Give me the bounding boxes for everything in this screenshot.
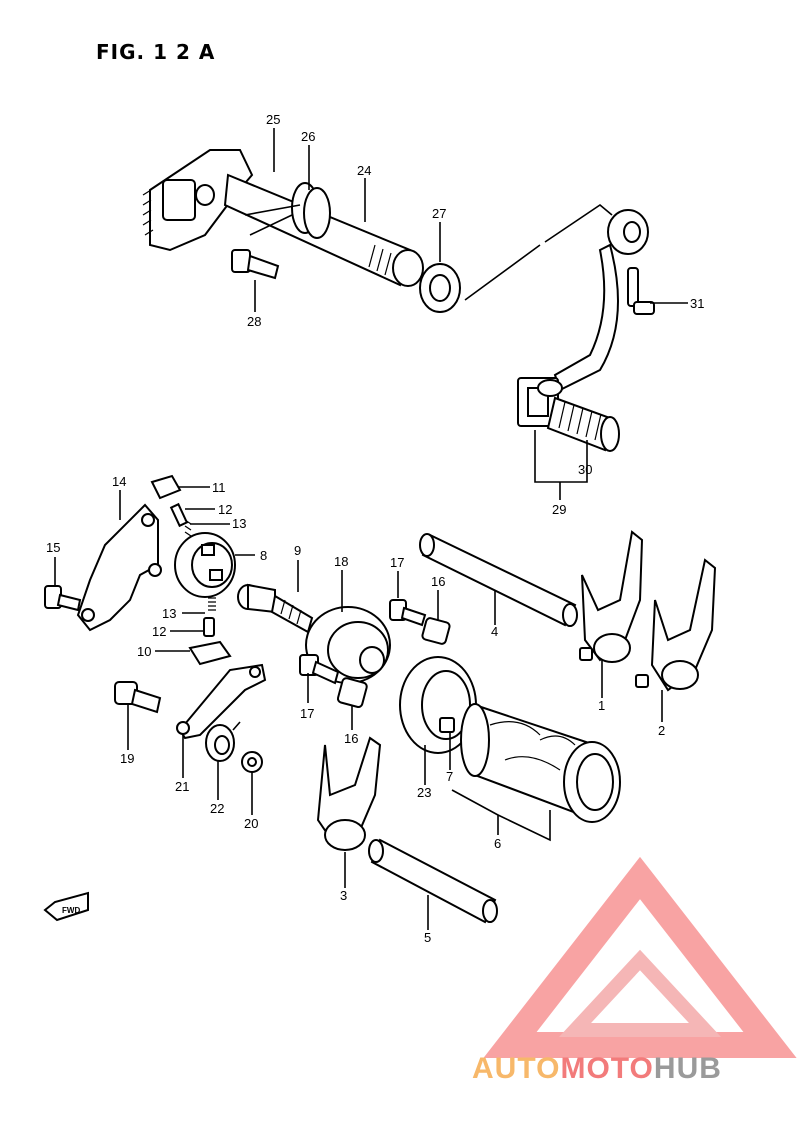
callout-20: 20 [244,816,258,831]
callout-12-bottom: 12 [152,624,166,639]
callout-17-bottom: 17 [300,706,314,721]
callout-15: 15 [46,540,60,555]
fwd-direction-marker: FWD [43,891,89,922]
callout-19: 19 [120,751,134,766]
callout-5: 5 [424,930,431,945]
callout-31: 31 [690,296,704,311]
callout-11: 11 [212,480,226,495]
callout-4: 4 [491,624,498,639]
fwd-label: FWD [62,906,80,915]
gearshift-cam-mechanism [44,474,314,666]
callout-30: 30 [578,462,592,477]
assembly-guide-line [464,204,613,301]
callout-labels: 25 26 24 27 28 31 30 29 14 11 12 13 8 15… [46,112,704,945]
callout-10: 10 [137,644,151,659]
callout-14: 14 [112,474,126,489]
callout-16-bottom: 16 [344,731,358,746]
watermark-text-moto: MOTO [560,1052,654,1085]
watermark-text-auto: AUTO [472,1052,561,1085]
callout-7: 7 [446,769,453,784]
callout-29: 29 [552,502,566,517]
watermark-text-hub: HUB [653,1052,722,1085]
callout-16-top: 16 [431,574,445,589]
watermark-text: AUTOMOTOHUB [472,1052,722,1086]
callout-26: 26 [301,129,315,144]
callout-24: 24 [357,163,371,178]
shift-shaft-assembly [142,149,461,313]
callout-3: 3 [340,888,347,903]
callout-17-top: 17 [390,555,404,570]
watermark-logo [483,856,797,1058]
callout-9: 9 [294,543,301,558]
lower-small-parts [114,663,267,773]
leader-lines [54,128,688,930]
shift-pedal-assembly [517,209,655,452]
shift-forks-and-shafts [316,530,717,924]
callout-6: 6 [494,836,501,851]
callout-25: 25 [266,112,280,127]
callout-8: 8 [260,548,267,563]
shift-drum-assembly [399,656,621,823]
callout-21: 21 [175,779,189,794]
callout-1: 1 [598,698,605,713]
callout-28: 28 [247,314,261,329]
gearshift-cam-drive [299,599,451,709]
callout-12-top: 12 [218,502,232,517]
callout-18: 18 [334,554,348,569]
callout-13-top: 13 [232,516,246,531]
callout-2: 2 [658,723,665,738]
callout-13-bottom: 13 [162,606,176,621]
callout-23: 23 [417,785,431,800]
callout-22: 22 [210,801,224,816]
callout-27: 27 [432,206,446,221]
figure-title: FIG. 1 2 A [96,40,216,64]
